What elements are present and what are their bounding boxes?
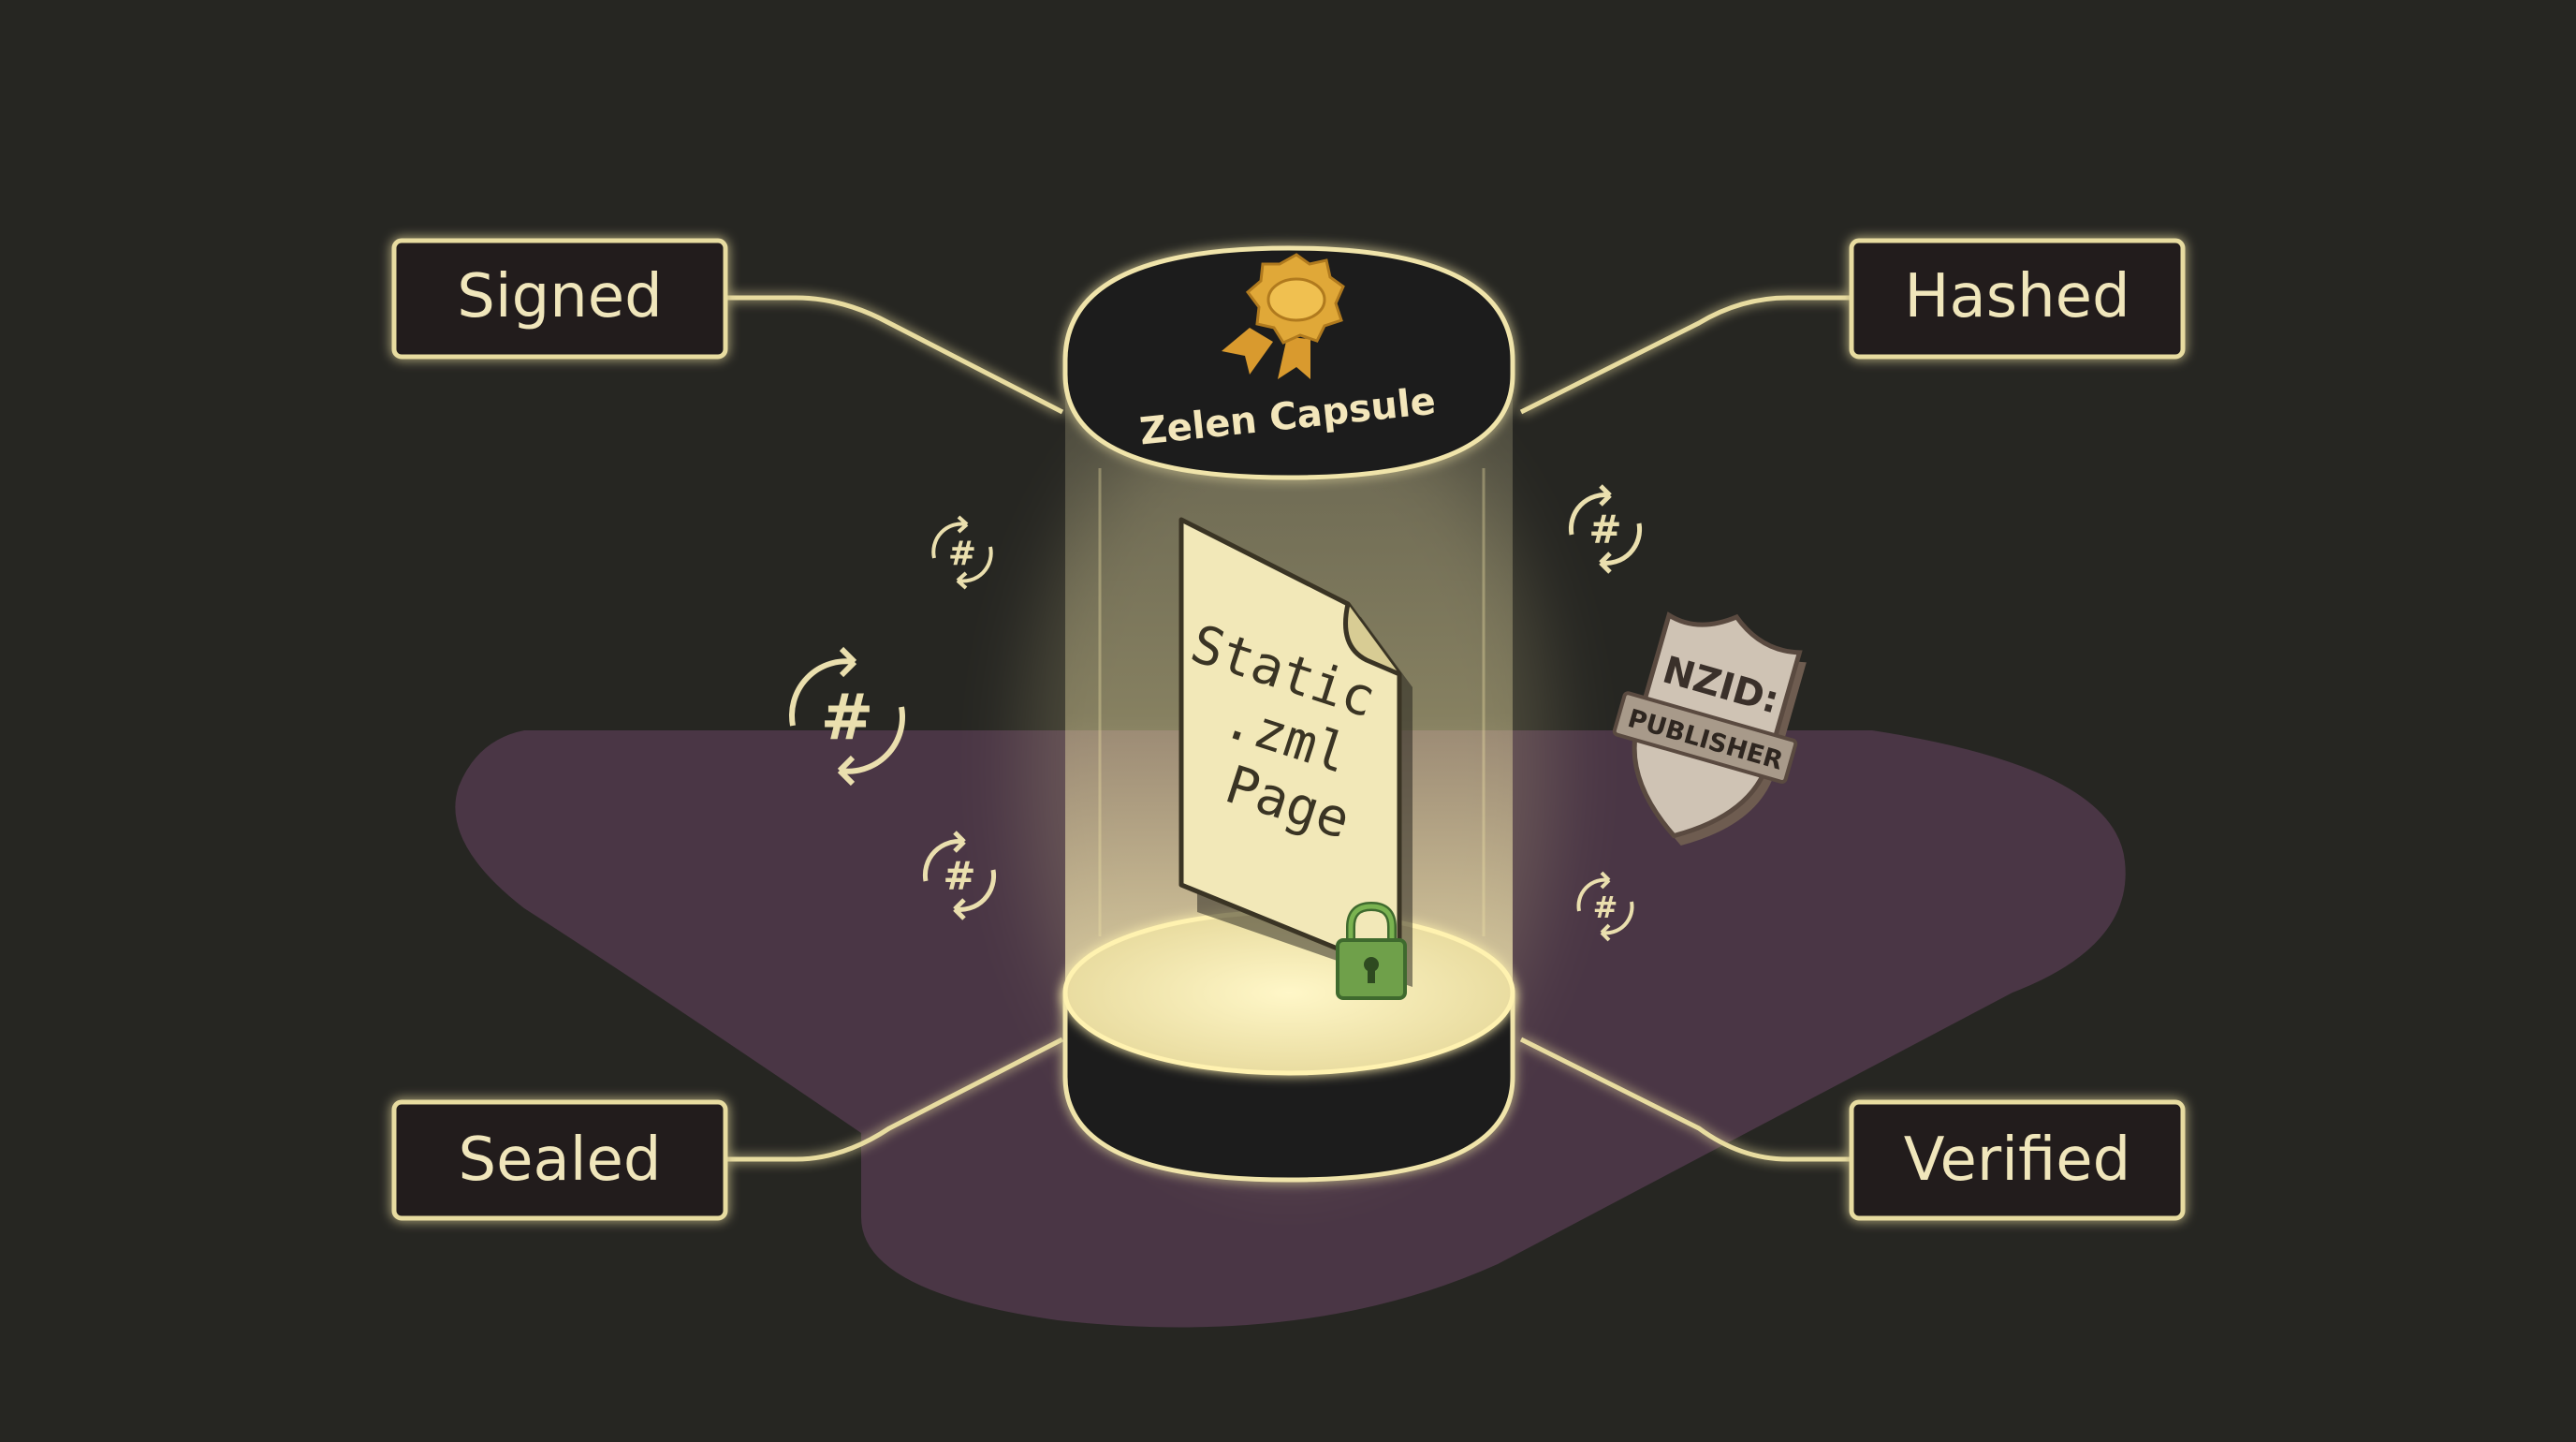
label-sealed: Sealed (391, 1099, 728, 1221)
hash-cycle-icon-right-bottom: # (1576, 871, 1634, 942)
hash-symbol: # (821, 681, 874, 755)
hash-symbol: # (943, 853, 975, 899)
hash-cycle-icon-left-top: # (931, 515, 993, 590)
label-signed-text: Signed (457, 262, 663, 331)
hash-symbol: # (948, 535, 976, 573)
rosette-icon (1222, 253, 1345, 379)
connector-verified (1519, 1037, 1852, 1162)
label-sealed-text: Sealed (459, 1126, 662, 1195)
connectors (725, 295, 1852, 1162)
hash-cycle-icon-left-bottom: # (922, 831, 997, 920)
hash-cycle-icon-large-left: # (789, 646, 905, 787)
hash-cycle-icon-right-top: # (1568, 484, 1643, 574)
padlock-icon (1336, 901, 1407, 1000)
document: Static .zml Page (1178, 517, 1412, 987)
label-hashed: Hashed (1849, 238, 2186, 360)
hash-symbol: # (1593, 890, 1618, 925)
label-verified: Verified (1849, 1099, 2186, 1221)
hash-symbol: # (1588, 507, 1621, 552)
publisher-shield-icon: NZID: PUBLISHER (1612, 611, 1807, 846)
label-signed: Signed (391, 238, 728, 360)
connector-signed (725, 295, 1064, 415)
connector-hashed (1519, 295, 1852, 415)
label-verified-text: Verified (1904, 1126, 2131, 1195)
connector-sealed (725, 1037, 1064, 1162)
label-hashed-text: Hashed (1904, 262, 2130, 331)
